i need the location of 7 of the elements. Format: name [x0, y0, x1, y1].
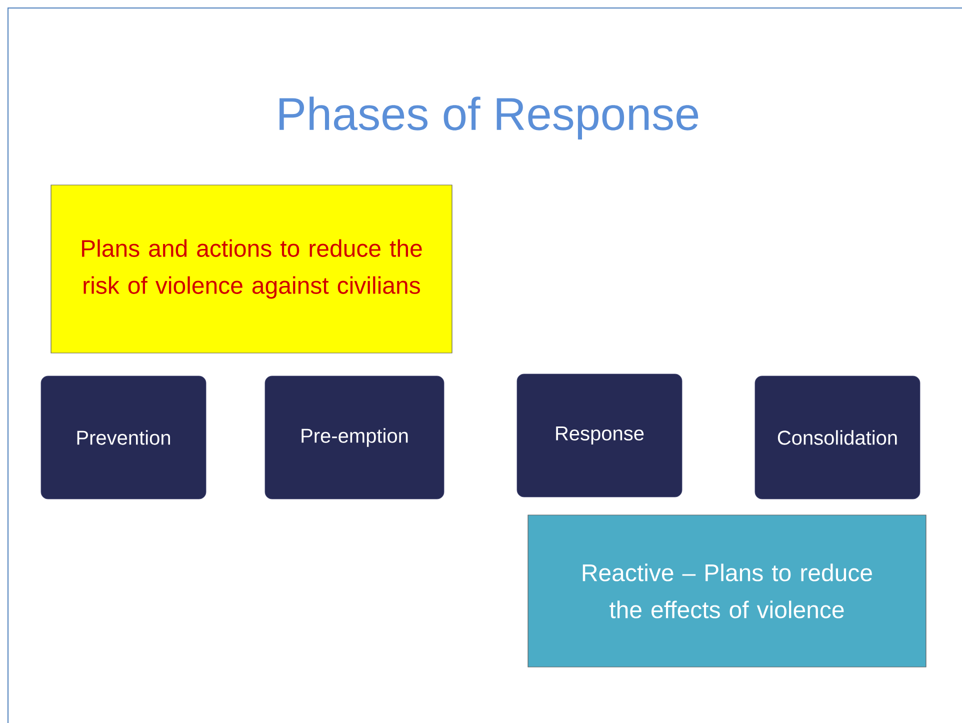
title: Phases of Response: [280, 96, 698, 140]
note-box: Reactive – Plans to reduce the effects of violence: [528, 514, 926, 668]
phase-box: Response: [516, 374, 682, 498]
note-box: Plans and actions to reduce the risk of violence against civilians: [50, 184, 452, 354]
phase-box: Prevention: [40, 376, 206, 500]
phase-box: Pre-emption: [264, 376, 444, 500]
phase-box: Consolidation: [754, 376, 920, 500]
